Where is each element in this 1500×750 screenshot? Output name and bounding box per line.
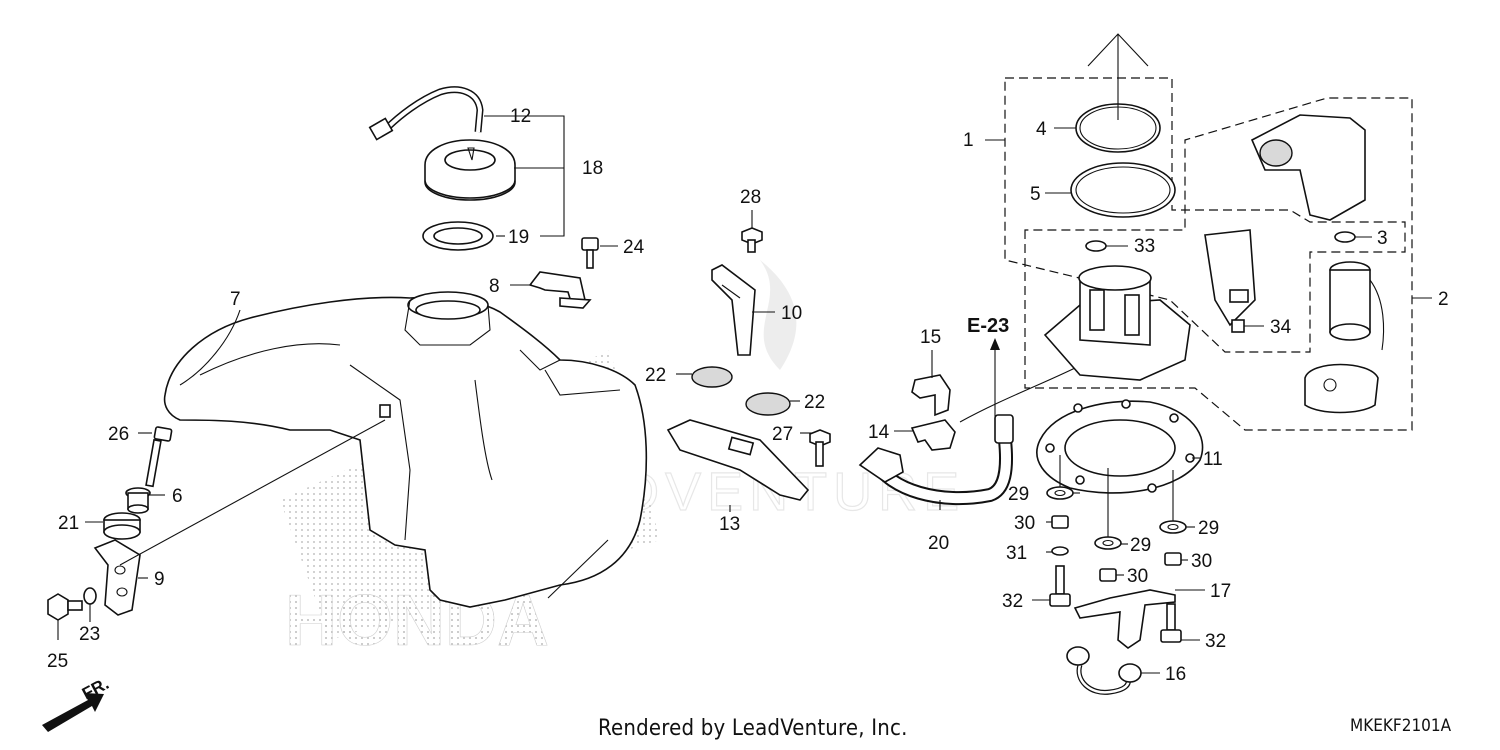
bolt-32-right	[1160, 603, 1182, 643]
section-ref-e23: E-23	[967, 315, 1009, 337]
strainer-34	[1204, 229, 1256, 333]
stay-9	[93, 539, 141, 616]
washer-29-right	[1159, 520, 1187, 534]
bolt-27	[809, 429, 831, 467]
callout-29-center: 29	[1130, 535, 1151, 556]
callout-9: 9	[154, 569, 165, 590]
callout-14: 14	[868, 422, 890, 443]
callout-32-left: 32	[1002, 591, 1023, 612]
bolt-26	[145, 426, 173, 488]
collar-6	[125, 487, 151, 514]
callout-10: 10	[781, 303, 802, 324]
filler-cap-gasket	[422, 221, 494, 251]
callout-26: 26	[108, 424, 129, 445]
callout-32-right: 32	[1205, 631, 1226, 652]
bracket-13	[666, 419, 810, 501]
callout-12: 12	[510, 106, 531, 127]
ground-wire-16	[1066, 646, 1142, 695]
seal-3	[1334, 231, 1356, 243]
diagram-code: MKEKF2101A	[1350, 716, 1452, 736]
callout-20: 20	[928, 533, 949, 554]
washer-29-center	[1094, 536, 1122, 550]
front-direction-arrow: FR.	[42, 674, 112, 732]
callout-8: 8	[489, 276, 500, 297]
callout-29-right: 29	[1198, 518, 1219, 539]
bolt-28	[741, 227, 763, 253]
pump-motor	[1329, 261, 1385, 351]
callout-34: 34	[1270, 317, 1292, 338]
leader-lines	[57, 33, 1432, 674]
fuel-feed-hose	[858, 414, 1014, 505]
bolt-24	[581, 237, 599, 269]
callout-31: 31	[1006, 543, 1027, 564]
cushion-22-right	[745, 392, 791, 416]
callout-4: 4	[1036, 119, 1047, 140]
callout-33: 33	[1134, 236, 1155, 257]
pump-assembly-boundary-1	[1004, 77, 1406, 353]
callout-24: 24	[623, 237, 645, 258]
plate-17	[1073, 589, 1176, 649]
tank-bracket	[528, 271, 592, 309]
callout-19: 19	[508, 227, 529, 248]
pump-regulator	[1304, 363, 1379, 414]
callout-25: 25	[47, 651, 68, 672]
fuel-filler-cap	[424, 139, 516, 201]
callout-22-right: 22	[804, 392, 825, 413]
callout-23: 23	[79, 624, 100, 645]
callout-16: 16	[1165, 664, 1186, 685]
fuel-breather-tube	[368, 86, 484, 141]
callout-13: 13	[719, 514, 740, 535]
front-direction-label: FR.	[79, 674, 112, 704]
callout-18: 18	[582, 158, 603, 179]
tank-rubber-10	[711, 264, 756, 356]
fuel-tank	[163, 291, 648, 608]
callout-15: 15	[920, 327, 941, 348]
callout-30-center: 30	[1127, 566, 1148, 587]
callout-11: 11	[1203, 449, 1223, 470]
filter-33	[1085, 240, 1107, 252]
fuel-pump-unit	[1043, 265, 1191, 381]
callout-30-left: 30	[1014, 513, 1035, 534]
callout-27: 27	[772, 424, 793, 445]
gasket-11	[1036, 399, 1204, 494]
nut-30-left	[1051, 515, 1069, 529]
washer-23	[83, 587, 97, 605]
bolt-32-left	[1049, 565, 1071, 607]
render-credit: Rendered by LeadVenture, Inc.	[598, 716, 908, 741]
hose-leader	[959, 367, 1076, 423]
washer-29-left	[1046, 486, 1074, 500]
grommet-21	[103, 512, 141, 540]
callout-30-right: 30	[1191, 551, 1212, 572]
nut-30-center	[1099, 568, 1117, 582]
cushion-22-left	[691, 366, 733, 388]
nut-30-right	[1164, 552, 1182, 566]
callout-29-left: 29	[1008, 484, 1029, 505]
callout-28: 28	[740, 187, 761, 208]
callout-labels: 12 18 19 24 8 7 26 6 21 9 23 25 28 10 22…	[47, 106, 1449, 685]
callout-21: 21	[58, 513, 79, 534]
clip-15	[911, 374, 951, 417]
pump-assembly-boundary-2	[1024, 97, 1413, 431]
clip-14	[910, 419, 956, 451]
callout-1: 1	[963, 130, 974, 151]
bolt-25	[47, 593, 83, 621]
callout-3: 3	[1377, 228, 1388, 249]
callout-2: 2	[1438, 289, 1449, 310]
callout-7: 7	[230, 289, 241, 310]
callout-22-left: 22	[645, 365, 666, 386]
pump-top-unit	[1250, 114, 1366, 221]
o-ring-5	[1070, 162, 1176, 218]
callout-5: 5	[1030, 184, 1041, 205]
callout-17: 17	[1210, 581, 1231, 602]
callout-6: 6	[172, 486, 183, 507]
washer-31	[1051, 546, 1069, 556]
